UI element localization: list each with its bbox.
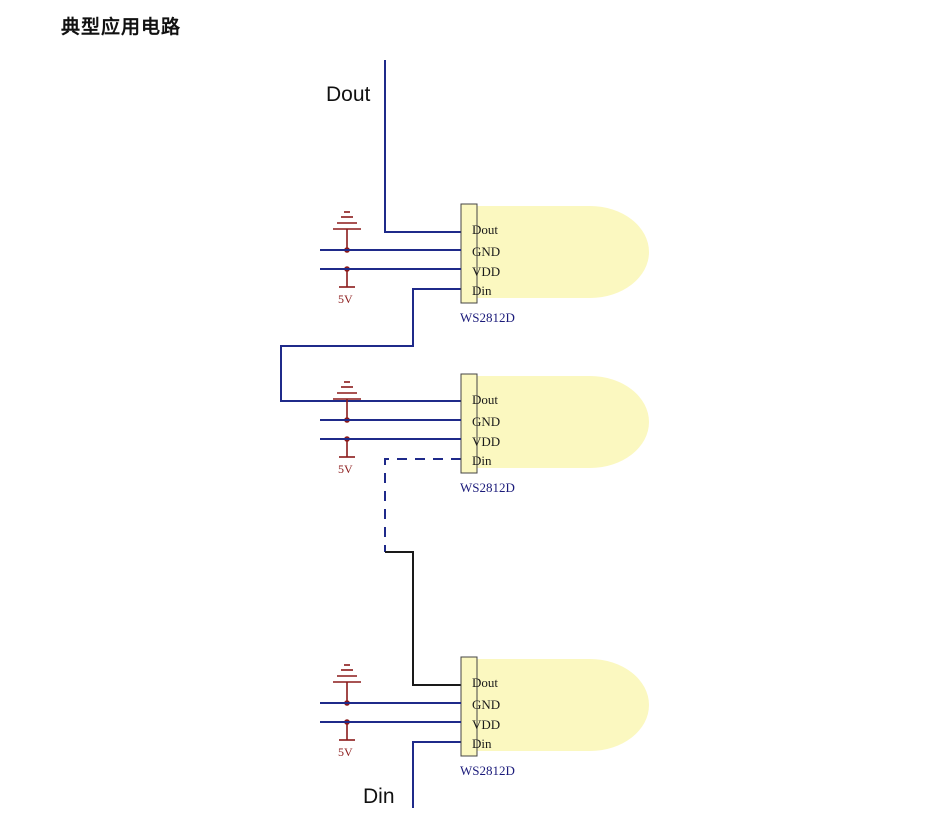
pin-label-vdd: VDD [472,264,500,279]
link-wire-2-3 [385,551,461,686]
din-io-label: Din [363,785,395,808]
ground-symbol [333,211,361,250]
link-wire-1-2 [280,288,461,402]
chain-wires [280,60,461,808]
pin-block [460,373,478,474]
led-body [471,206,649,298]
part-label: WS2812D [460,480,515,495]
link-wire-2-dashed [384,458,461,552]
part-label: WS2812D [460,310,515,325]
led-body [471,659,649,751]
pin-label-dout: Dout [472,675,498,690]
pin-label-din: Din [472,283,492,298]
pin-block [460,203,478,304]
page-title: 典型应用电路 [61,16,182,38]
din-input-wire [412,741,461,808]
pin-label-vdd: VDD [472,434,500,449]
pin-label-dout: Dout [472,222,498,237]
pin-block [460,656,478,757]
supply-symbol [339,269,355,288]
supply-label: 5V [338,462,353,476]
dout-io-label: Dout [326,83,371,106]
dout-output-wire [384,60,461,233]
pin-label-gnd: GND [472,697,500,712]
supply-symbol [339,439,355,458]
pin-label-dout: Dout [472,392,498,407]
ground-symbol [333,381,361,420]
supply-label: 5V [338,292,353,306]
supply-label: 5V [338,745,353,759]
supply-symbol [339,722,355,741]
pin-label-gnd: GND [472,414,500,429]
pin-label-din: Din [472,736,492,751]
ground-symbol [333,664,361,703]
led-body [471,376,649,468]
pin-label-vdd: VDD [472,717,500,732]
pin-label-din: Din [472,453,492,468]
pin-label-gnd: GND [472,244,500,259]
part-label: WS2812D [460,763,515,778]
